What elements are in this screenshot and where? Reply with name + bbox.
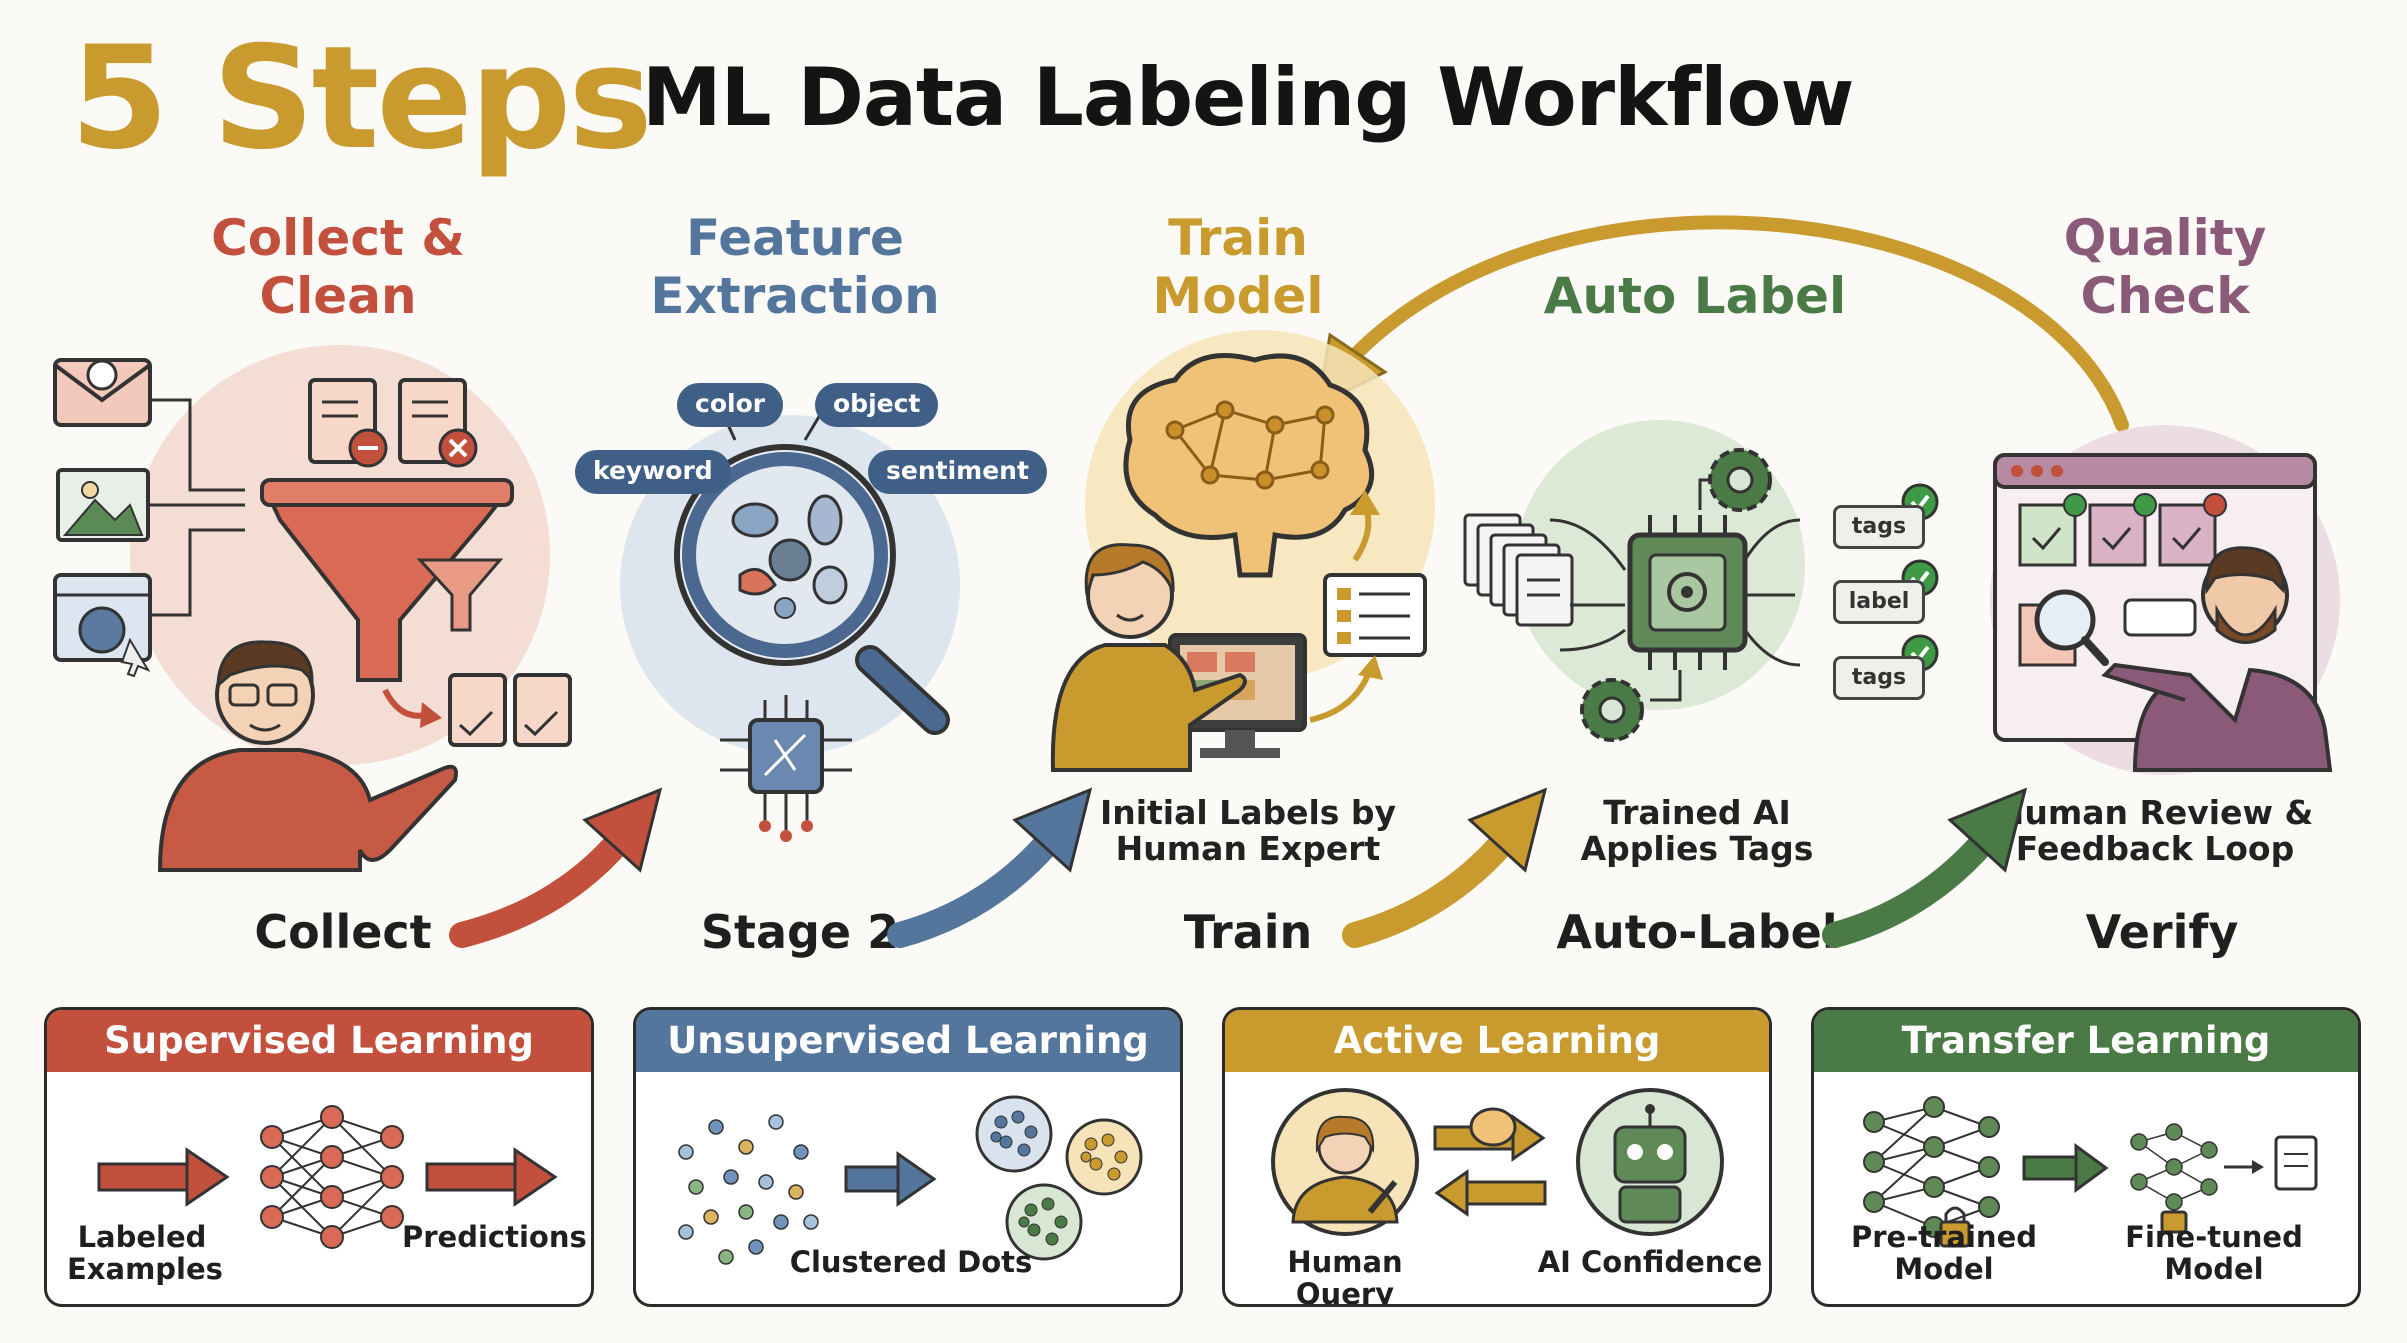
supervised-learning-title: Supervised Learning [47, 1010, 591, 1072]
feature-pill-object: object [815, 383, 939, 427]
arrow-step-4-to-5 [1822, 787, 2028, 948]
robot-avatar [1576, 1088, 1724, 1236]
finetuned-network-icon [2130, 1123, 2218, 1211]
human-query-avatar [1271, 1088, 1419, 1236]
page-title: ML Data Labeling Workflow [642, 51, 1854, 144]
step-1-label: Collect [254, 905, 432, 959]
step-4-title: Auto Label [1543, 267, 1847, 325]
active-learning-diagram [1271, 1088, 1724, 1236]
brain-icon [1469, 1107, 1517, 1147]
document-stack-icon [1463, 513, 1574, 627]
clustered-dots-label: Clustered Dots [789, 1245, 1033, 1279]
tag-output-3: tags [1833, 656, 1925, 700]
reviewer-avatar [2101, 546, 2333, 772]
ai-processor-icon [1627, 515, 1748, 670]
gear-icon-small [1580, 678, 1644, 742]
arrow-step-3-to-4 [1342, 787, 1548, 948]
magnifier-icon [674, 444, 950, 735]
lock-icon-2 [2160, 1210, 2188, 1234]
label-list-icon [1323, 573, 1427, 657]
ai-confidence-label: AI Confidence [1537, 1245, 1763, 1279]
train-model-illustration [1050, 330, 1435, 772]
person-collector-avatar [157, 640, 458, 872]
cluster-gold [1065, 1118, 1143, 1196]
supervised-diagram [97, 1105, 558, 1249]
step-5-label: Verify [2085, 905, 2239, 959]
brain-icon [1123, 353, 1375, 578]
arrow-right-icon [97, 1147, 230, 1207]
tag-output-2: label [1833, 580, 1925, 624]
step-2-label: Stage 2 [700, 905, 900, 959]
unsupervised-learning-box: Unsupervised Learning Clustered Dots [633, 1007, 1183, 1307]
funnel-icon [260, 478, 515, 682]
quality-check-illustration [1990, 425, 2340, 775]
feature-pill-keyword: keyword [575, 450, 731, 494]
deleted-document-icon [398, 378, 478, 468]
active-learning-title: Active Learning [1225, 1010, 1769, 1072]
human-query-label: Human Query [1287, 1245, 1403, 1307]
scattered-dots [678, 1114, 819, 1265]
arrow-left-icon [1434, 1169, 1547, 1217]
arrow-right-icon [2022, 1143, 2109, 1193]
feature-pill-color: color [677, 383, 784, 427]
chip-icon [720, 695, 852, 842]
active-learning-box: Active Learning Human Query [1222, 1007, 1772, 1307]
arrow-step-1-to-2 [449, 787, 663, 948]
arrow-right-icon [844, 1151, 937, 1207]
transfer-learning-title: Transfer Learning [1814, 1010, 2358, 1072]
cluster-green [1005, 1183, 1083, 1261]
auto-label-illustration [1463, 420, 1939, 742]
email-icon [53, 358, 152, 427]
clean-document-icon [448, 673, 572, 747]
browser-icon [53, 573, 152, 678]
unsupervised-learning-title: Unsupervised Learning [636, 1010, 1180, 1072]
tag-output-1: tags [1833, 505, 1925, 549]
collect-clean-illustration [53, 345, 572, 872]
pretrained-network-icon [1863, 1096, 2000, 1238]
cluster-blue [975, 1095, 1053, 1173]
image-icon [56, 468, 150, 542]
predictions-label: Predictions [402, 1220, 587, 1254]
review-window [1993, 453, 2317, 742]
output-document-icon [2274, 1135, 2318, 1191]
arrow-step-2-to-3 [887, 787, 1093, 948]
step-1-title: Collect &Clean [211, 209, 465, 325]
steps-count-title: 5 Steps [70, 16, 653, 181]
step-3-label: Train [1183, 905, 1313, 959]
arrow-right-icon-2 [425, 1147, 558, 1207]
human-expert-avatar [1050, 543, 1247, 772]
magnifier-icon [2034, 589, 2109, 666]
clustering-diagram [678, 1095, 1143, 1265]
rejected-document-icon [308, 378, 388, 468]
lock-icon [1939, 1206, 1971, 1248]
feature-extraction-illustration [620, 414, 960, 842]
step-4-label: Auto-Label [1556, 905, 1838, 959]
neural-network-icon [260, 1105, 404, 1249]
transfer-diagram [1863, 1096, 2318, 1248]
feature-pill-sentiment: sentiment [868, 450, 1047, 494]
step-5-caption: Human Review &Feedback Loop [1996, 793, 2314, 869]
